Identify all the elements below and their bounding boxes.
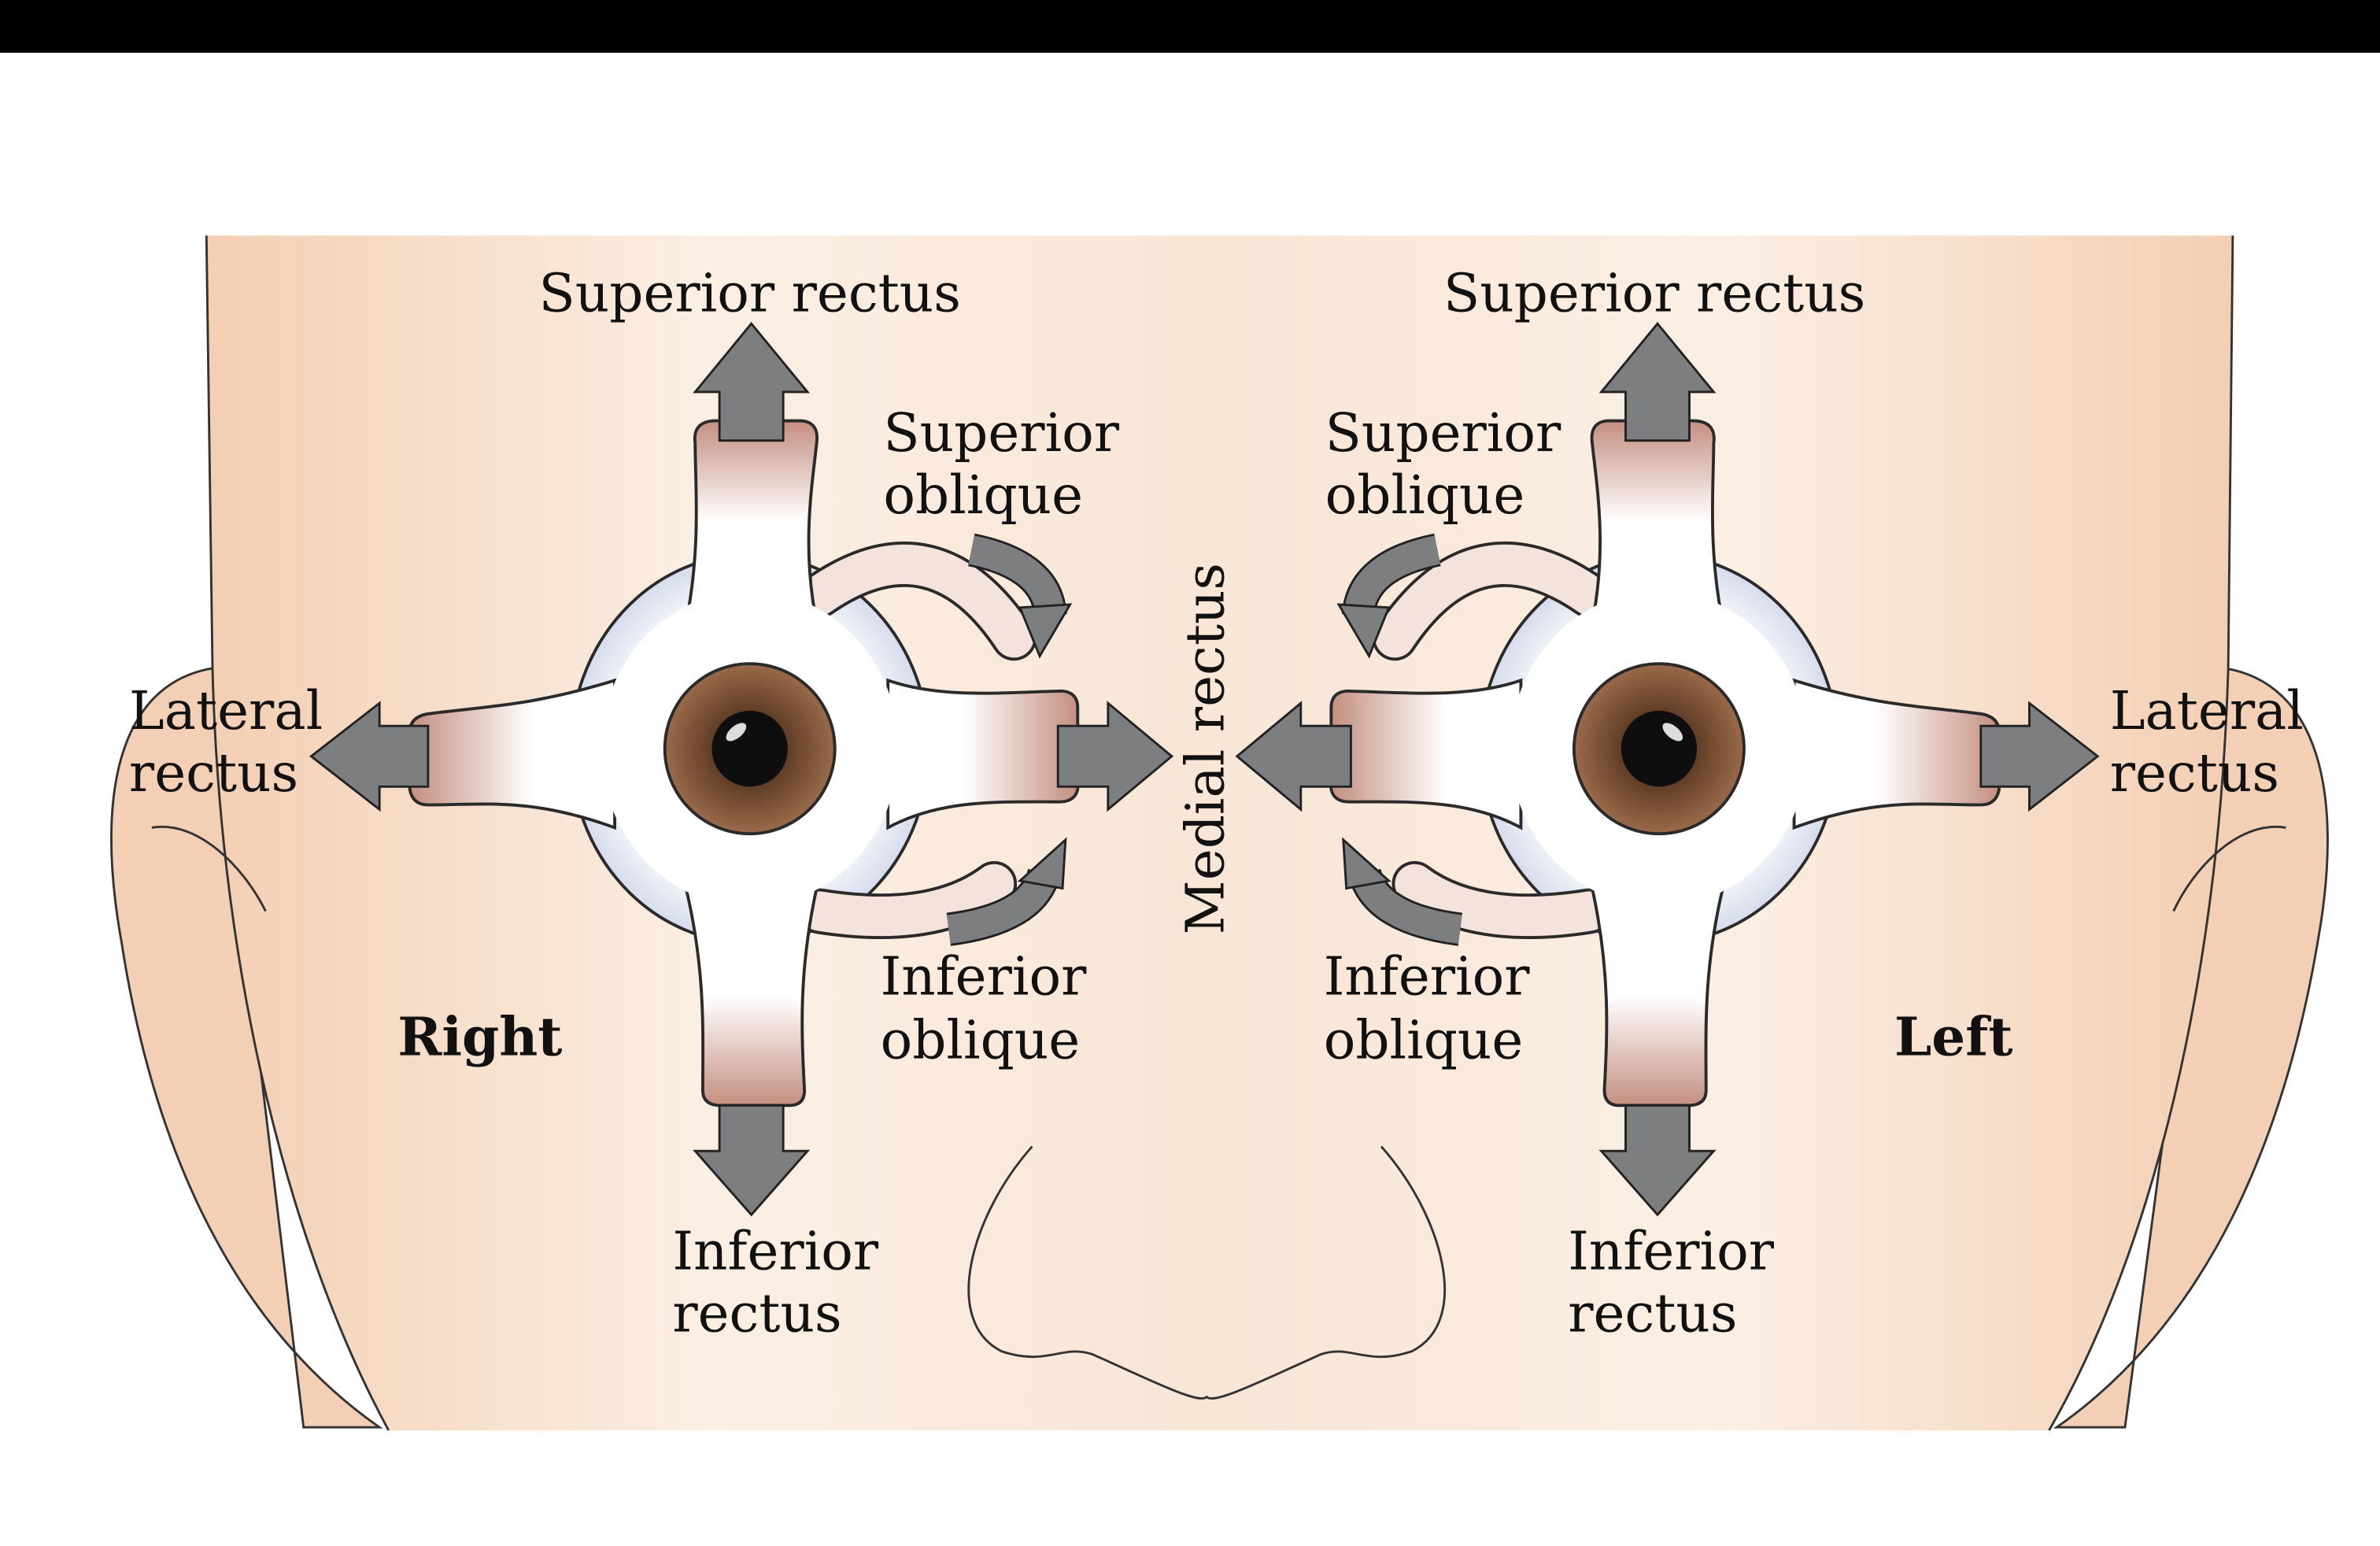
right-lateral-rectus-label-2: rectus [129, 742, 298, 804]
left-lateral-rectus-label-2: rectus [2110, 742, 2279, 804]
right-side-label: Right [397, 1006, 562, 1068]
left-superior-rectus-label: Superior rectus [1443, 262, 1865, 324]
right-inferior-rectus-label-1: Inferior [672, 1220, 879, 1282]
left-inferior-oblique-label-1: Inferior [1324, 945, 1531, 1008]
left-superior-oblique-label-1: Superior [1325, 401, 1561, 464]
right-inferior-rectus-label-2: rectus [672, 1282, 841, 1344]
left-inferior-rectus-label-1: Inferior [1568, 1220, 1775, 1282]
medial-rectus-label: Medial rectus [1173, 563, 1236, 934]
nose [967, 1145, 1447, 1400]
left-ear [2053, 667, 2329, 1429]
left-superior-oblique-label-2: oblique [1325, 464, 1525, 526]
right-inferior-oblique-label-1: Inferior [881, 945, 1088, 1008]
right-superior-oblique-label-2: oblique [883, 464, 1083, 526]
right-superior-oblique-label-1: Superior [883, 401, 1119, 464]
left-inferior-rectus-label-2: rectus [1568, 1282, 1737, 1344]
top-black-bar [0, 0, 2380, 53]
right-ear [110, 667, 383, 1429]
right-inferior-oblique-label-2: oblique [881, 1009, 1081, 1071]
right-superior-rectus-label: Superior rectus [539, 262, 961, 324]
left-side-label: Left [1894, 1006, 2013, 1068]
right-lateral-rectus-label-1: Lateral [129, 679, 323, 742]
left-inferior-oblique-label-2: oblique [1324, 1009, 1524, 1071]
left-lateral-rectus-label-1: Lateral [2110, 679, 2304, 742]
